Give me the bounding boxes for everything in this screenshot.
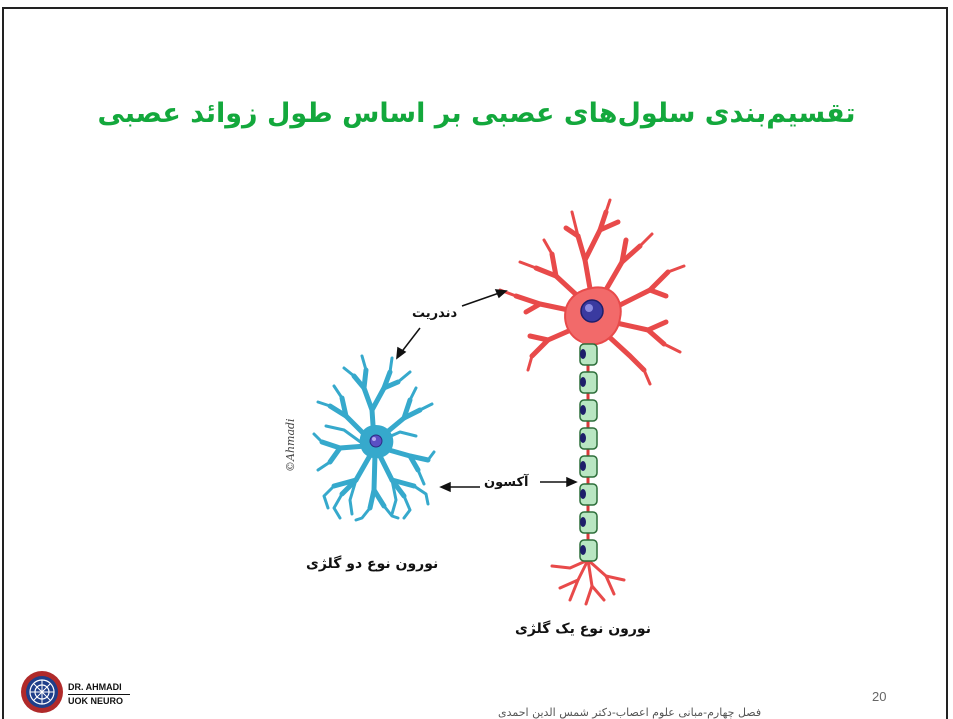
copyright-watermark: ©Ahmadi <box>284 418 297 472</box>
slide-footer: فصل چهارم-مبانی علوم اعصاب-دکتر شمس الدی… <box>498 706 761 719</box>
nucleus-golgi-2 <box>370 435 382 447</box>
logo-divider <box>68 694 130 695</box>
nucleus-golgi-1 <box>581 300 603 322</box>
nucleus-highlight-golgi-1 <box>585 304 593 312</box>
logo-text: DR. AHMADI UOK NEURO <box>68 682 130 707</box>
dendrite-label: دندریت <box>412 306 457 321</box>
logo-line-1: DR. AHMADI <box>68 682 130 693</box>
slide-number: 20 <box>872 689 886 704</box>
nucleus-highlight-golgi-2 <box>372 437 376 441</box>
logo-line-2: UOK NEURO <box>68 696 130 707</box>
golgi-type-1-label: نورون نوع یک گلژی <box>515 621 651 637</box>
axon-label: آکسون <box>484 475 529 490</box>
golgi-type-2-label: نورون نوع دو گلژی <box>306 556 438 572</box>
university-logo <box>20 670 64 714</box>
